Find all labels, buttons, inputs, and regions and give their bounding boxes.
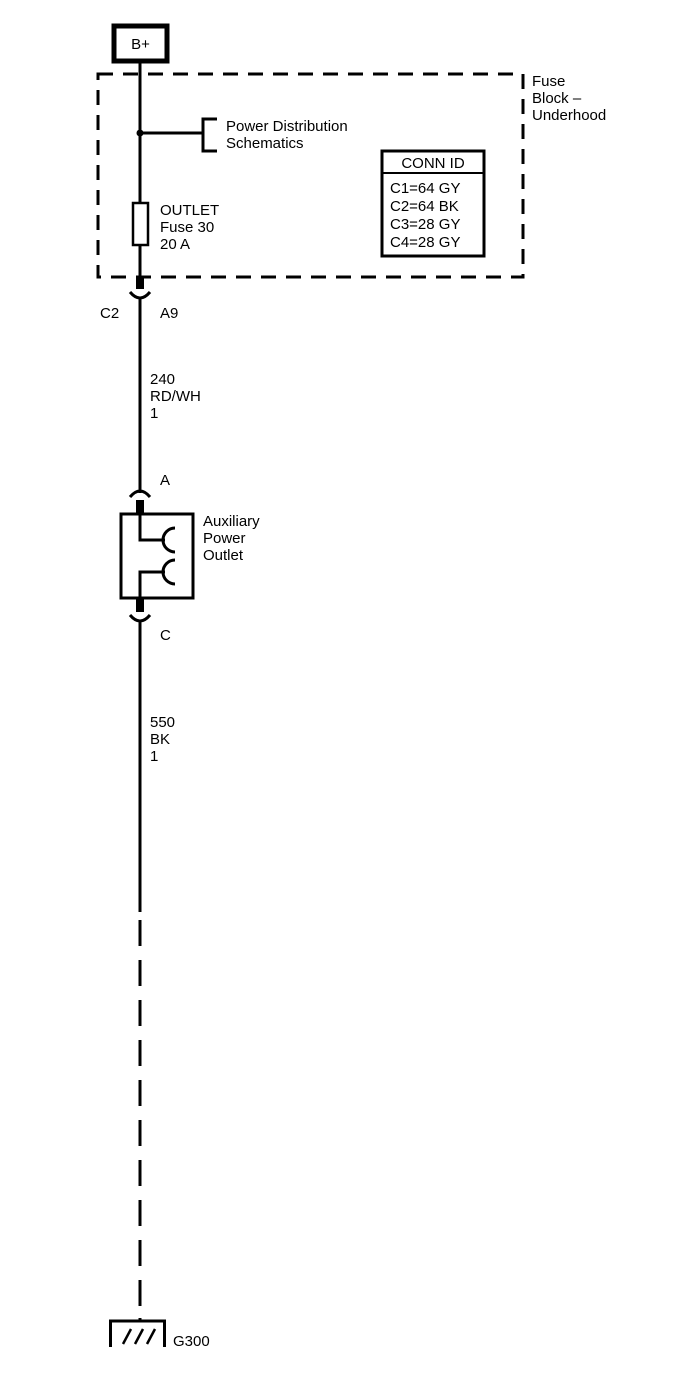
fuse-number: Fuse 30 — [160, 219, 214, 236]
conn-id-row: C1=64 GY — [390, 180, 460, 197]
connector-pin-a9-label: A9 — [160, 305, 178, 322]
connector-c2-label: C2 — [100, 305, 119, 322]
page-reference-bracket — [201, 117, 217, 153]
conn-id-row: C2=64 BK — [390, 198, 459, 215]
conn-id-row: C4=28 GY — [390, 234, 460, 251]
fuse-block-line-2: Block – — [532, 90, 582, 107]
conn-id-header: CONN ID — [401, 155, 465, 172]
fuse-block-boundary — [96, 72, 525, 279]
conn-id-table: CONN ID C1=64 GY C2=64 BK C3=28 GY C4=28… — [380, 149, 486, 258]
fuse-name: OUTLET — [160, 202, 219, 219]
outlet-name-line-2: Power — [203, 530, 246, 547]
wire-1-circuit: 240 — [150, 371, 175, 388]
conn-id-row: C3=28 GY — [390, 216, 460, 233]
connector-pin-c — [136, 598, 144, 612]
fuse-block-line-1: Fuse — [532, 73, 565, 90]
connector-pin-a — [136, 500, 144, 514]
power-distribution-line-1[interactable]: Power Distribution — [226, 118, 348, 135]
outlet-name-line-3: Outlet — [203, 547, 244, 564]
fuse-icon — [131, 201, 150, 247]
fuse-block-label: Fuse Block – Underhood — [532, 73, 606, 124]
ground-icon — [109, 1318, 166, 1347]
battery-label: B+ — [131, 36, 150, 53]
fuse-block-line-3: Underhood — [532, 107, 606, 124]
fuse-rating: 20 A — [160, 236, 190, 253]
outlet-name-line-1: Auxiliary — [203, 513, 260, 530]
outlet-pin-a-label: A — [160, 472, 170, 489]
wire-2-circuit: 550 — [150, 714, 175, 731]
wire-2-gauge: 1 — [150, 748, 158, 765]
connector-pin-top — [136, 277, 144, 289]
auxiliary-outlet-icon — [119, 512, 195, 600]
connector-a-icon — [128, 489, 152, 499]
power-distribution-line-2[interactable]: Schematics — [226, 135, 304, 152]
ground-label: G300 — [173, 1333, 210, 1350]
wire-1-gauge: 1 — [150, 405, 158, 422]
outlet-pin-c-label: C — [160, 627, 171, 644]
wire-2-color: BK — [150, 731, 170, 748]
wire-1-color: RD/WH — [150, 388, 201, 405]
battery-terminal: B+ — [111, 23, 170, 64]
